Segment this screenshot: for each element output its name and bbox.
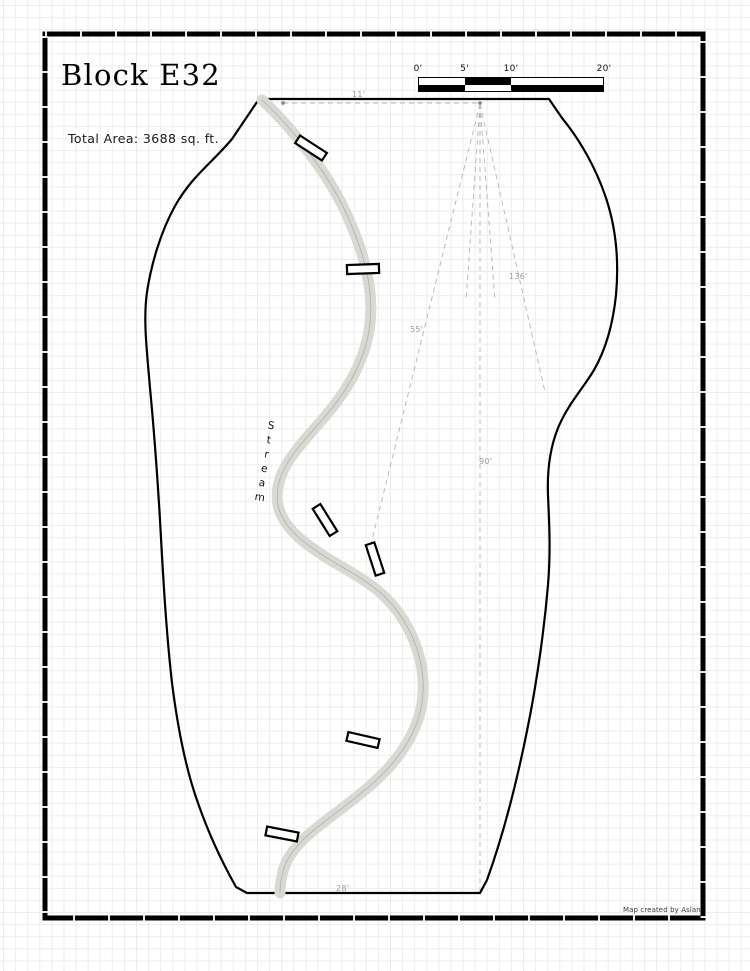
dimension-label-right-edge: 136' [509, 272, 528, 281]
scale-cell-bottom-1 [465, 84, 511, 91]
scale-tick-20: 20' [596, 64, 612, 74]
dimension-label-top-width: 11' [352, 90, 366, 99]
scale-bar: 0' 5' 10' 20' [414, 64, 612, 94]
scale-bar-graphic [418, 77, 604, 92]
scale-bar-ticks: 0' 5' 10' 20' [414, 64, 612, 77]
map-border [42, 31, 706, 921]
dimension-label-bottom-width: 28' [336, 884, 350, 893]
page-title: Block E32 [61, 58, 221, 92]
parcel-boundary [144, 97, 619, 895]
stream-path [256, 94, 429, 899]
scale-tick-5: 5' [460, 64, 469, 74]
dimension-label-center-line: 90' [479, 457, 493, 466]
map-credit: Map created by Aslan [623, 906, 701, 914]
dimension-label-left-diagonal: 55' [410, 325, 424, 334]
crossing-marker [311, 502, 339, 538]
crossing-marker [293, 133, 329, 163]
scale-tick-0: 0' [413, 64, 423, 74]
stream-crossings [264, 133, 386, 843]
scale-cell-bottom-0 [419, 84, 465, 91]
crossing-marker [364, 541, 386, 577]
total-area-label: Total Area: 3688 sq. ft. [68, 131, 219, 146]
scale-cell-top-2 [511, 78, 603, 85]
scale-cell-top-0 [419, 78, 465, 85]
scale-tick-10: 10' [503, 64, 519, 74]
scale-cell-bottom-2 [511, 84, 603, 91]
dimension-lines [247, 102, 546, 894]
crossing-marker [264, 825, 300, 843]
scale-cell-top-1 [465, 78, 511, 85]
dimension-endpoints [281, 101, 482, 105]
crossing-marker [345, 730, 381, 750]
stream-outline [261, 99, 424, 894]
crossing-marker [345, 262, 381, 276]
